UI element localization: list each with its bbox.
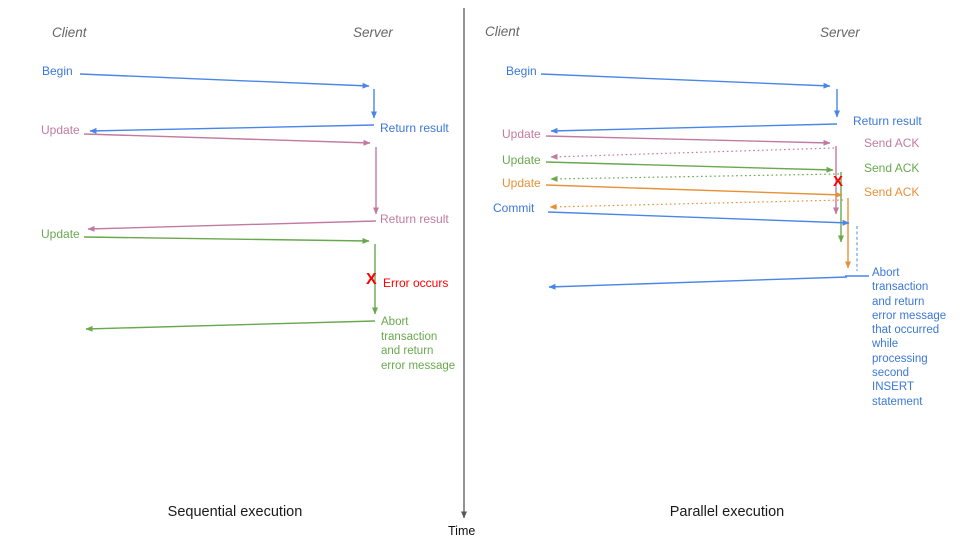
seq-update-1-request-arrow <box>83 133 371 146</box>
par-server-header: Server <box>820 25 860 40</box>
par-begin-label: Begin <box>506 64 537 78</box>
par-abort-return-arrow <box>548 276 848 290</box>
par-send-ack-1-label: Send ACK <box>864 136 920 150</box>
par-send-ack-3-label: Send ACK <box>864 185 920 199</box>
seq-title: Sequential execution <box>167 504 303 520</box>
seq-server-header: Server <box>353 25 393 40</box>
seq-error-x-icon: X <box>366 271 377 288</box>
par-send-ack-2-label: Send ACK <box>864 161 920 175</box>
par-begin-request-arrow <box>540 73 831 89</box>
par-update-1-label: Update <box>502 127 541 141</box>
seq-begin-request-arrow <box>79 73 370 89</box>
par-send-ack-1-arrow <box>550 147 835 160</box>
par-title: Parallel execution <box>669 504 785 520</box>
seq-return-result-2-arrow <box>87 220 377 232</box>
par-update-3-label: Update <box>502 176 541 190</box>
par-send-ack-2-arrow <box>550 173 840 182</box>
par-update-2-request-arrow <box>545 161 834 173</box>
par-send-ack-3-arrow <box>549 199 844 210</box>
seq-update-2-label: Update <box>41 227 80 241</box>
par-commit-request-arrow <box>547 211 850 226</box>
seq-update-2-request-arrow <box>83 236 370 244</box>
seq-return-result-1-label: Return result <box>380 121 449 135</box>
seq-abort-note: Abort transaction and return error messa… <box>381 316 456 372</box>
seq-begin-label: Begin <box>42 64 73 78</box>
par-update-1-request-arrow <box>545 135 831 146</box>
seq-client-header: Client <box>52 25 87 40</box>
seq-error-occurs-label: Error occurs <box>383 276 449 290</box>
par-return-result-label: Return result <box>853 114 922 128</box>
time-axis-label: Time <box>448 524 476 538</box>
par-return-result-arrow <box>550 123 838 134</box>
seq-return-result-2-label: Return result <box>380 212 449 226</box>
seq-update-1-label: Update <box>41 123 80 137</box>
par-update-2-label: Update <box>502 153 541 167</box>
seq-return-result-1-arrow <box>89 124 375 134</box>
par-update-3-request-arrow <box>545 184 843 198</box>
par-commit-label: Commit <box>493 201 535 215</box>
par-abort-note: Abort transaction and return error messa… <box>872 267 947 408</box>
par-client-header: Client <box>485 24 520 39</box>
seq-abort-return-arrow <box>85 320 376 332</box>
par-error-x-icon: X <box>833 173 844 190</box>
